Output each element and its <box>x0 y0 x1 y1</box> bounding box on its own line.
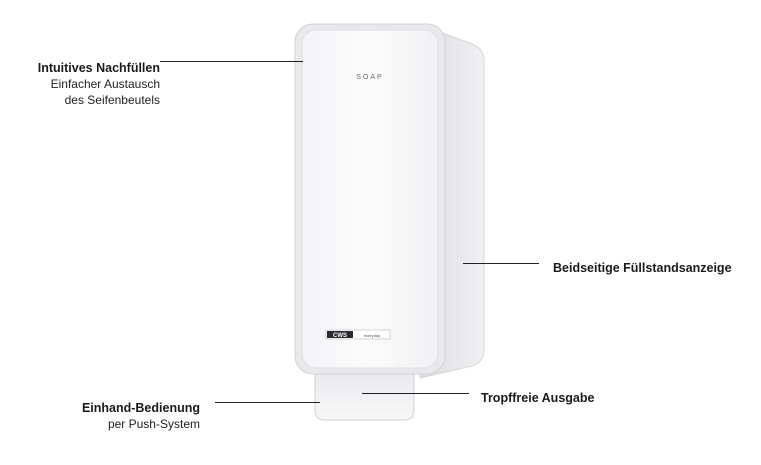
callout-fill-level-title: Beidseitige Füllstandsanzeige <box>553 261 732 275</box>
callout-dripfree: Tropffreie Ausgabe <box>481 390 681 406</box>
callout-refill: Intuitives Nachfüllen Einfacher Austausc… <box>2 60 160 108</box>
callout-one-hand-title: Einhand-Bedienung <box>81 401 200 415</box>
leader-line-refill <box>160 61 303 62</box>
brand-logo: CWS <box>333 333 347 339</box>
dispenser-front-cover <box>301 29 439 369</box>
callout-one-hand: Einhand-Bedienung per Push-System <box>30 400 200 432</box>
callout-refill-title: Intuitives Nachfüllen <box>37 61 160 75</box>
callout-dripfree-title: Tropffreie Ausgabe <box>481 391 595 405</box>
soap-label: SOAP <box>356 74 383 81</box>
callout-refill-line-2: des Seifenbeutels <box>64 93 160 107</box>
callout-one-hand-line-1: per Push-System <box>107 417 200 431</box>
callout-refill-line-1: Einfacher Austausch <box>50 77 160 91</box>
callout-fill-level: Beidseitige Füllstandsanzeige <box>553 260 758 276</box>
leader-line-one-hand <box>215 402 320 403</box>
leader-line-dripfree <box>362 393 469 394</box>
dispenser-push-nozzle <box>314 361 415 421</box>
brand-sub: everyday <box>364 333 380 338</box>
brand-plate: CWS everyday <box>325 329 391 340</box>
leader-line-fill-level <box>463 263 539 264</box>
